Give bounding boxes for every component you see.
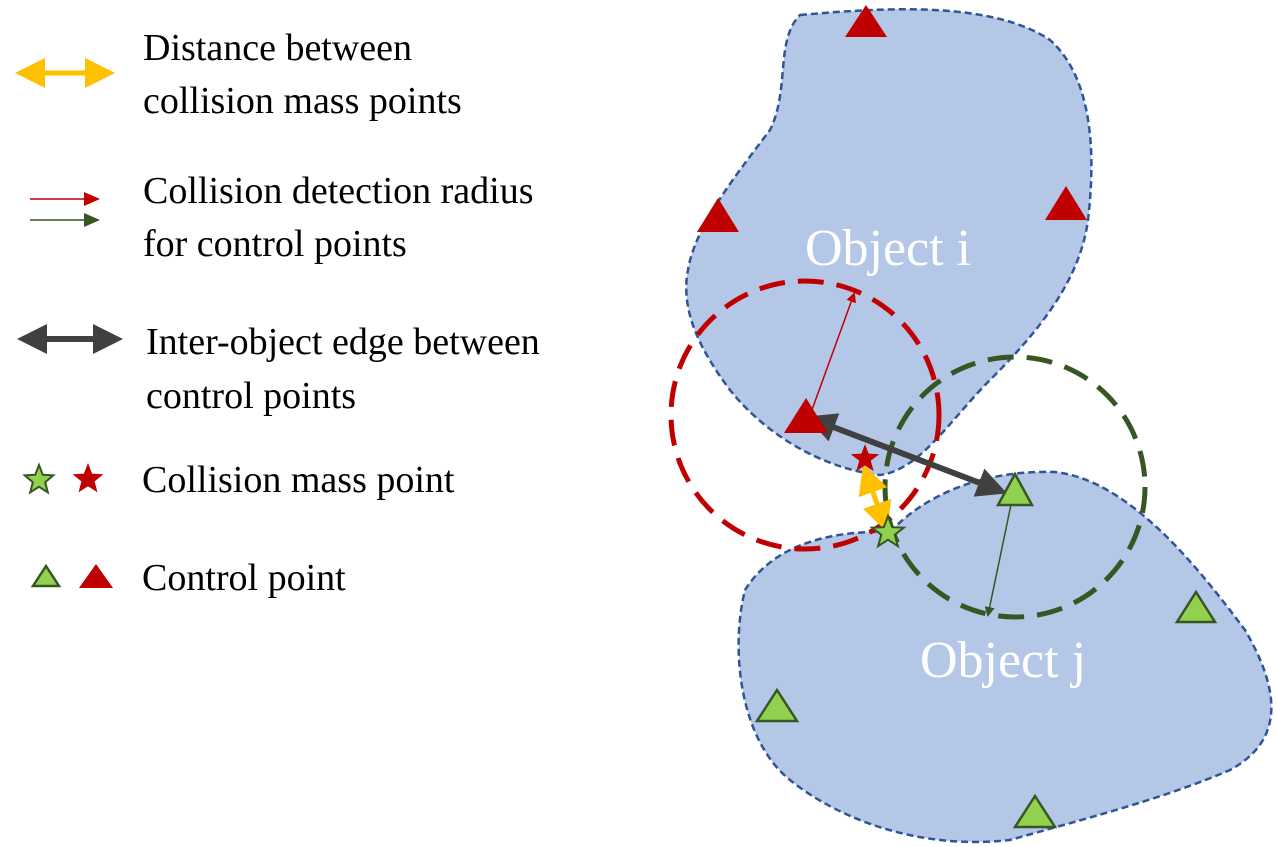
- red-radius-arrow: [808, 292, 856, 419]
- control-point-j-right-triangle: [1174, 589, 1218, 624]
- legend-mass-point-item: Collision mass point: [22, 459, 455, 501]
- legend-radius-line2: for control points: [143, 223, 407, 265]
- object-j-shape: [737, 470, 1273, 844]
- legend-radius-line1: Collision detection radius: [143, 170, 534, 212]
- collision-mass-point-red-star: [850, 444, 880, 472]
- legend-control-point-label: Control point: [142, 557, 346, 599]
- mass-point-distance-arrow: [858, 463, 892, 533]
- legend: Distance between collision mass points C…: [14, 27, 540, 599]
- control-point-i-bottom-triangle: [784, 398, 828, 433]
- legend-green-star-icon: [22, 462, 56, 495]
- control-point-j-left-triangle: [754, 687, 800, 723]
- object-i-label: Object i: [805, 220, 971, 277]
- legend-radius-item: Collision detection radius for control p…: [30, 170, 534, 265]
- legend-control-point-item: Control point: [30, 557, 346, 599]
- legend-green-triangle-icon: [30, 563, 62, 588]
- legend-distance-line1: Distance between: [143, 27, 412, 69]
- object-j-label: Object j: [920, 632, 1086, 689]
- legend-distance-line2: collision mass points: [143, 80, 462, 122]
- control-point-j-bottom-triangle: [1012, 793, 1058, 829]
- control-point-i-right-triangle: [1045, 186, 1087, 220]
- collision-mass-point-green-star: [869, 513, 907, 549]
- control-point-i-left-triangle: [697, 198, 739, 232]
- object-j: [737, 470, 1273, 844]
- control-point-j-top-triangle: [995, 471, 1035, 507]
- control-point-i-top-triangle: [845, 5, 887, 37]
- inter-object-edge-arrow: [805, 413, 1008, 497]
- legend-edge-item: Inter-object edge between control points: [16, 321, 540, 417]
- legend-mass-point-label: Collision mass point: [142, 459, 455, 501]
- legend-edge-line1: Inter-object edge between: [146, 321, 540, 363]
- legend-red-triangle-icon: [79, 564, 113, 588]
- green-radius-arrow: [984, 494, 1014, 617]
- legend-distance-item: Distance between collision mass points: [14, 27, 462, 122]
- legend-red-star-icon: [72, 463, 104, 493]
- legend-edge-line2: control points: [146, 375, 356, 417]
